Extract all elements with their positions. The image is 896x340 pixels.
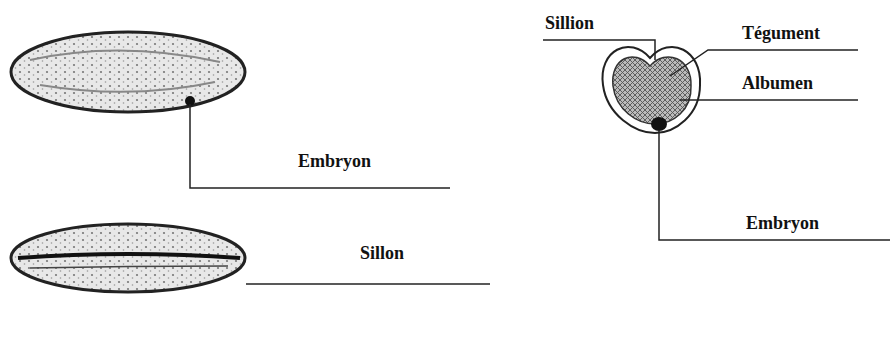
grain-back-view (11, 32, 450, 188)
part-label: Embryon (298, 150, 371, 172)
part-label: Embryon (746, 212, 819, 234)
grain-front-view (11, 224, 490, 292)
part-label: Tégument (742, 22, 820, 44)
part-label: Sillon (360, 242, 404, 264)
part-label: Sillion (545, 12, 594, 34)
grain-cross-section (543, 40, 890, 240)
part-label: Albumen (742, 72, 813, 94)
